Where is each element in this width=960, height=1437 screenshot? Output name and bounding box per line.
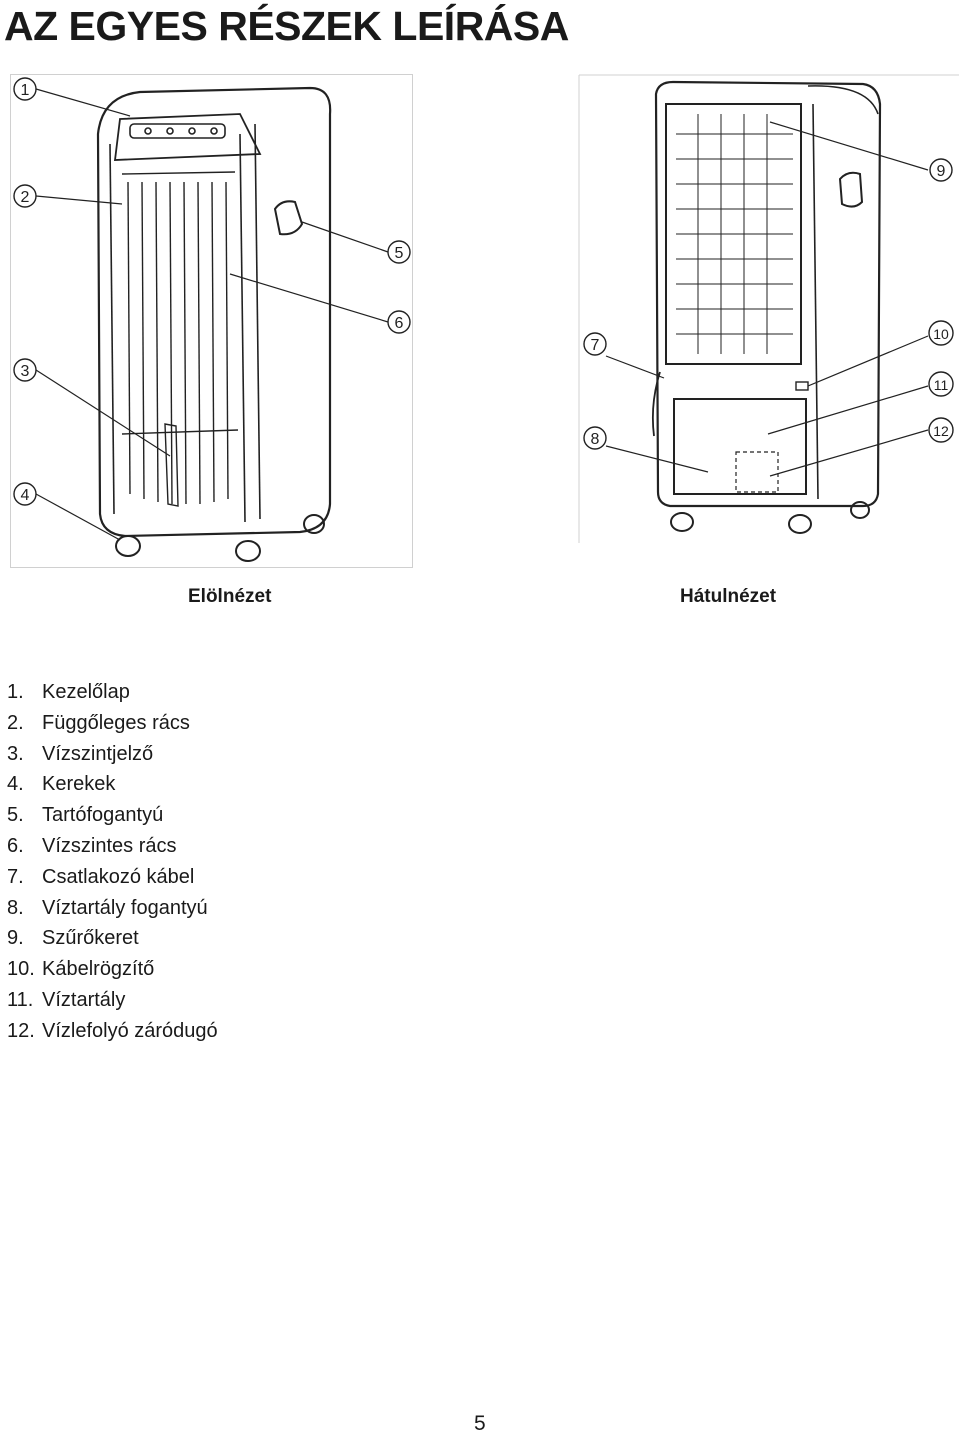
parts-list: 1.Kezelőlap 2.Függőleges rács 3.Vízszint… (7, 677, 218, 1047)
page-title: AZ EGYES RÉSZEK LEÍRÁSA (4, 3, 569, 49)
back-view-illustration: 7 8 9 10 11 12 (578, 74, 960, 544)
callout-12: 12 (933, 423, 949, 439)
list-item: 10.Kábelrögzítő (7, 958, 155, 981)
list-item: 5.Tartófogantyú (7, 804, 164, 827)
callout-6: 6 (395, 315, 404, 332)
list-item: 3.Vízszintjelző (7, 742, 154, 765)
callout-5: 5 (395, 245, 404, 262)
callout-11: 11 (934, 377, 949, 393)
list-item: 7.Csatlakozó kábel (7, 865, 195, 888)
callout-4: 4 (21, 487, 30, 504)
list-item: 12.Vízlefolyó záródugó (7, 1019, 218, 1042)
list-item: 11.Víztartály (7, 988, 126, 1011)
front-view-caption: Elölnézet (188, 586, 272, 607)
callout-3: 3 (21, 363, 30, 380)
front-view-illustration: 1 2 3 4 5 6 (10, 74, 413, 568)
list-item: 9.Szűrőkeret (7, 927, 139, 950)
list-item: 6.Vízszintes rács (7, 834, 177, 857)
callout-2: 2 (21, 189, 30, 206)
callout-9: 9 (937, 163, 946, 180)
page-number: 5 (474, 1412, 486, 1435)
callout-1: 1 (21, 82, 30, 99)
callout-8: 8 (591, 431, 600, 448)
list-item: 8.Víztartály fogantyú (7, 896, 208, 919)
list-item: 2.Függőleges rács (7, 711, 190, 734)
callout-7: 7 (591, 337, 600, 354)
list-item: 4.Kerekek (7, 773, 116, 796)
back-view-caption: Hátulnézet (680, 586, 777, 607)
list-item: 1.Kezelőlap (7, 681, 130, 703)
callout-10: 10 (933, 326, 949, 342)
